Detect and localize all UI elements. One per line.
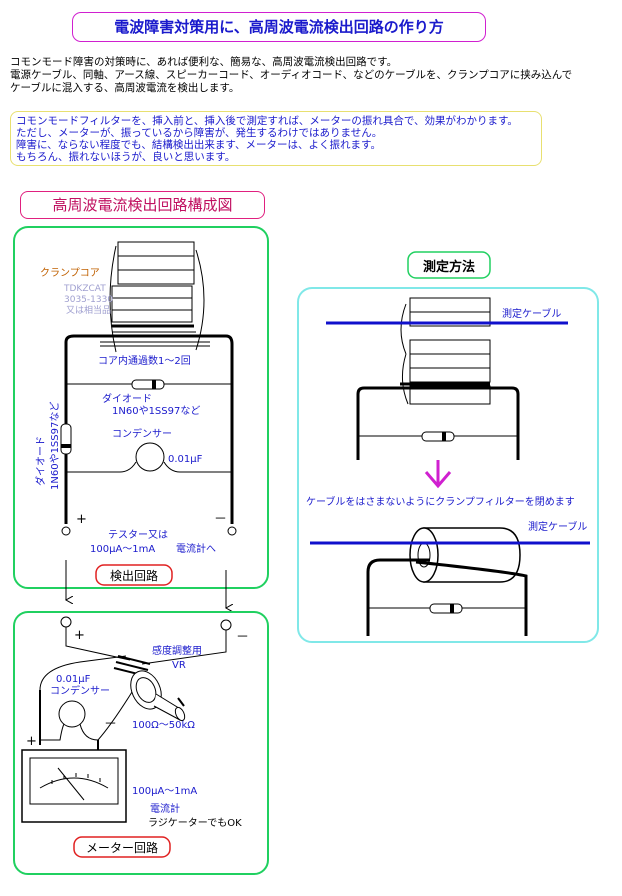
note-line-2: ただし、メーターが、振っているから障害が、発生するわけではありません。 (16, 127, 383, 139)
cap-m-value: 0.01μF (56, 674, 91, 685)
detect-plus-terminal (61, 526, 71, 536)
diode-h-icon (131, 379, 165, 390)
meter-caption-box (73, 836, 171, 858)
note-line-1: コモンモードフィルターを、挿入前と、挿入後で測定すれば、メーターの振れ具合で、効… (16, 115, 518, 127)
note-line-3: 障害に、ならない程度でも、結構検出出来ます、メーターは、よく振れます。 (16, 139, 381, 151)
meter-minus-terminal (220, 619, 232, 631)
meter-range: 100μA～1mA (132, 786, 197, 797)
detect-minus-label: － (214, 512, 227, 527)
detect-minus-terminal (227, 526, 237, 536)
instruction-label: ケーブルをはさまないようにクランプフィルターを閉めます (306, 495, 575, 508)
capacitor-h-icon (135, 442, 165, 472)
vr-title: 感度調整用 (152, 644, 202, 657)
radicator-label: ラジケーターでもOK (148, 817, 242, 829)
core-model-2: 3035-1330 (64, 295, 113, 305)
intro-line-1: コモンモード障害の対策時に、あれば便利な、簡易な、高周波電流検出回路です。 (10, 56, 398, 68)
core-model-1: TDKZCAT (63, 284, 106, 294)
tester-range: 100μA～1mA (90, 544, 155, 555)
cable-bottom-label: 測定ケーブル (528, 520, 587, 533)
to-meter-label: 電流計へ (176, 542, 216, 555)
intro-line-2: 電源ケーブル、同軸、アース線、スピーカーコード、オーディオコード、などのケーブル… (10, 69, 573, 81)
down-arrow-icon (424, 460, 452, 489)
detect-caption: 検出回路 (110, 568, 158, 583)
measure-title: 測定方法 (423, 259, 475, 275)
clamp-core-label: クランプコア (40, 267, 100, 279)
note-line-4: もちろん、振れないほうが、良いと思います。 (16, 151, 236, 163)
diode-v-type: 1N60や1SS97など (49, 402, 61, 490)
meter-frame (13, 611, 269, 875)
meter-plus-terminal (60, 616, 72, 628)
pickup-wire (64, 334, 234, 524)
detect-frame (13, 226, 269, 589)
clamp-core-icon (109, 241, 205, 353)
note-box (10, 111, 542, 166)
page-title: 電波障害対策用に、高周波電流検出回路の作り方 (72, 12, 486, 42)
detect-plus-label: + (76, 512, 87, 527)
ammeter-minus: － (104, 717, 117, 732)
tester-label: テスター又は (108, 529, 168, 541)
vr-icon (113, 655, 186, 722)
ammeter-label: 電流計 (150, 802, 180, 815)
cap-value-label: 0.01μF (168, 454, 203, 465)
capacitor-label: コンデンサー (112, 427, 172, 440)
cable-top-label: 測定ケーブル (502, 307, 561, 320)
intro-line-3: ケーブルに混入する、高周波電流を検出します。 (10, 82, 240, 94)
measure-title-box (407, 251, 491, 279)
closed-clamp-icon (409, 527, 521, 583)
turns-label: コア内通過数1～2回 (98, 354, 191, 367)
measure-frame (297, 287, 599, 643)
diode-v-icon (60, 423, 72, 455)
vr-range: 100Ω～50kΩ (132, 720, 195, 731)
section-title: 高周波電流検出回路構成図 (20, 191, 265, 219)
vr-label: VR (172, 660, 186, 671)
capacitor-m-icon (58, 700, 86, 728)
meter-caption: メーター回路 (86, 840, 158, 855)
diode-h-label: ダイオード (102, 392, 152, 405)
core-model-3: 又は相当品 (66, 304, 111, 316)
detect-caption-box (95, 564, 173, 586)
diode-h-type: 1N60や1SS97など (112, 405, 200, 417)
ammeter-plus: + (26, 734, 37, 749)
ammeter-icon (21, 749, 127, 823)
meter-minus-label: － (236, 630, 249, 645)
meter-plus-label: + (74, 628, 85, 643)
cap-m-label: コンデンサー (50, 684, 110, 697)
diode-v-label: ダイオード (34, 436, 47, 486)
